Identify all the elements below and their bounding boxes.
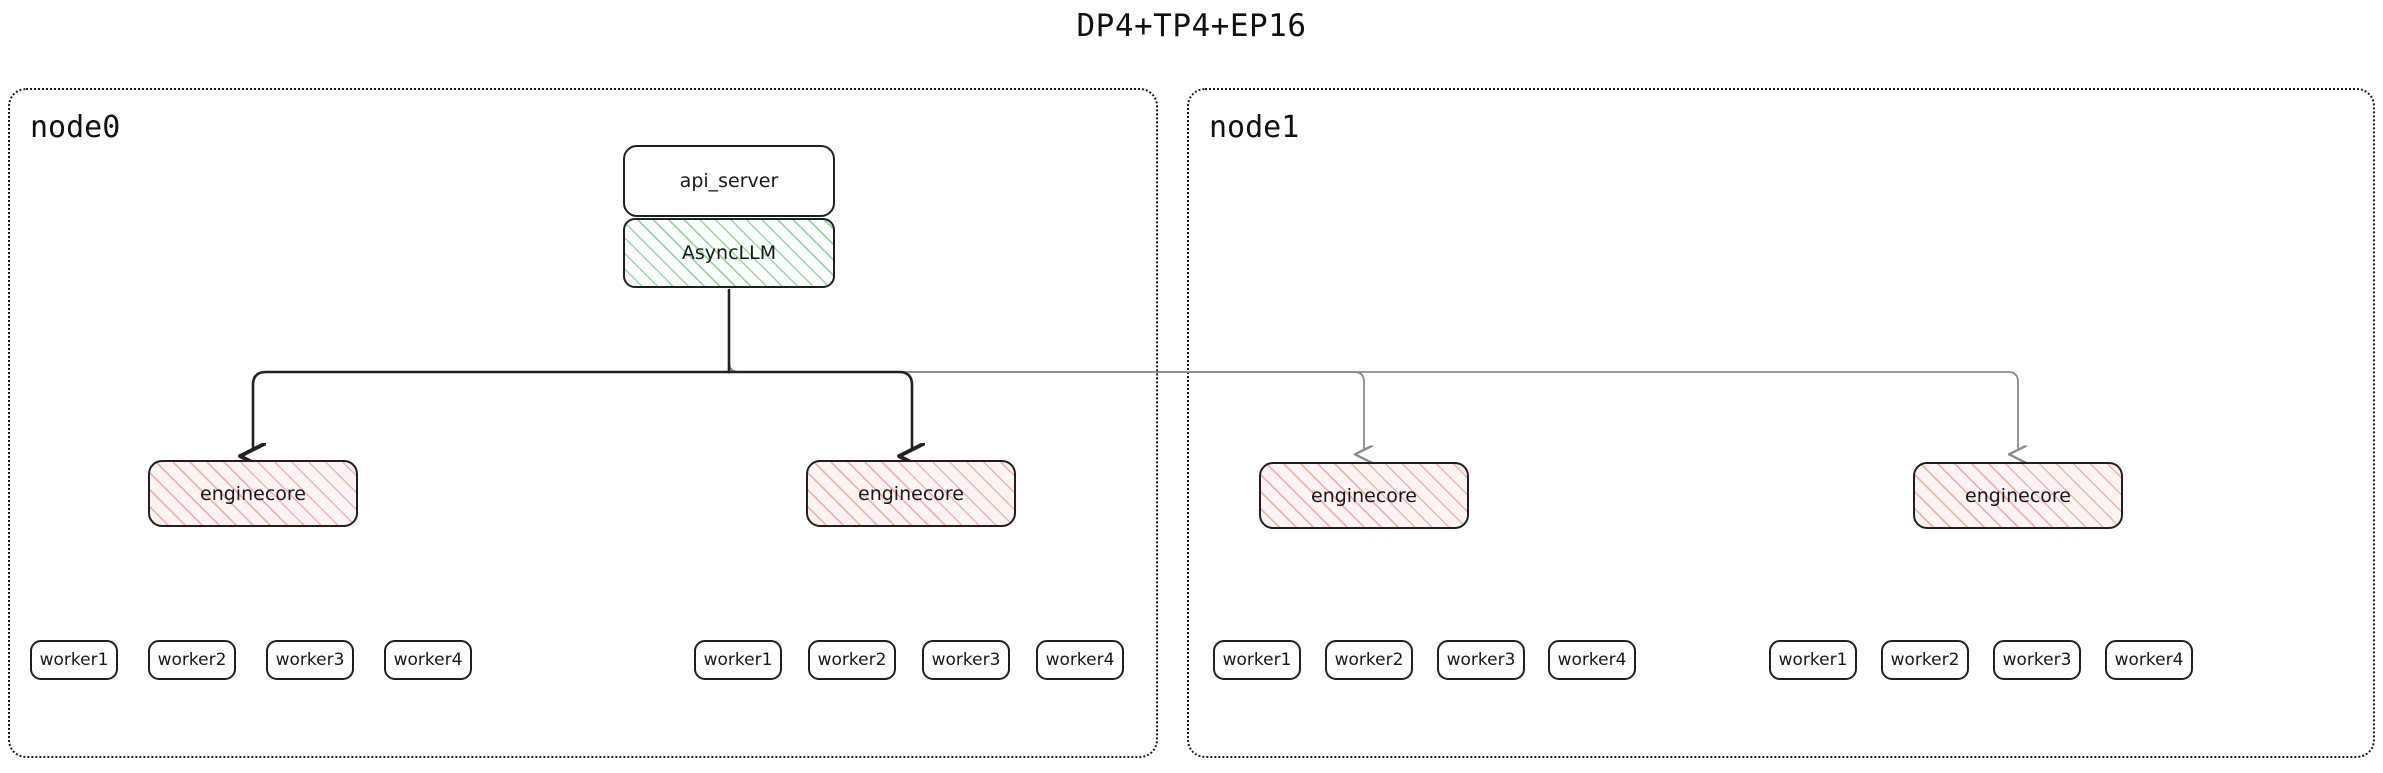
worker-box[interactable]: worker4	[2105, 640, 2193, 680]
worker-box[interactable]: worker2	[808, 640, 896, 680]
worker-box[interactable]: worker3	[266, 640, 354, 680]
api-server-box[interactable]: api_server	[623, 145, 835, 217]
worker-box[interactable]: worker1	[1213, 640, 1301, 680]
worker-box[interactable]: worker1	[1769, 640, 1857, 680]
enginecore-box[interactable]: enginecore	[806, 460, 1016, 527]
worker-box[interactable]: worker1	[30, 640, 118, 680]
worker-box[interactable]: worker3	[922, 640, 1010, 680]
enginecore-box[interactable]: enginecore	[1259, 462, 1469, 529]
enginecore-box[interactable]: enginecore	[148, 460, 358, 527]
worker-box[interactable]: worker4	[384, 640, 472, 680]
worker-box[interactable]: worker3	[1437, 640, 1525, 680]
enginecore-box[interactable]: enginecore	[1913, 462, 2123, 529]
asyncllm-box[interactable]: AsyncLLM	[623, 218, 835, 288]
cluster-node1-label: node1	[1209, 110, 1300, 145]
worker-box[interactable]: worker1	[694, 640, 782, 680]
worker-box[interactable]: worker4	[1036, 640, 1124, 680]
worker-box[interactable]: worker4	[1548, 640, 1636, 680]
page-title: DP4+TP4+EP16	[1076, 8, 1307, 44]
worker-box[interactable]: worker3	[1993, 640, 2081, 680]
cluster-node0-label: node0	[30, 110, 121, 145]
worker-box[interactable]: worker2	[148, 640, 236, 680]
worker-box[interactable]: worker2	[1325, 640, 1413, 680]
worker-box[interactable]: worker2	[1881, 640, 1969, 680]
